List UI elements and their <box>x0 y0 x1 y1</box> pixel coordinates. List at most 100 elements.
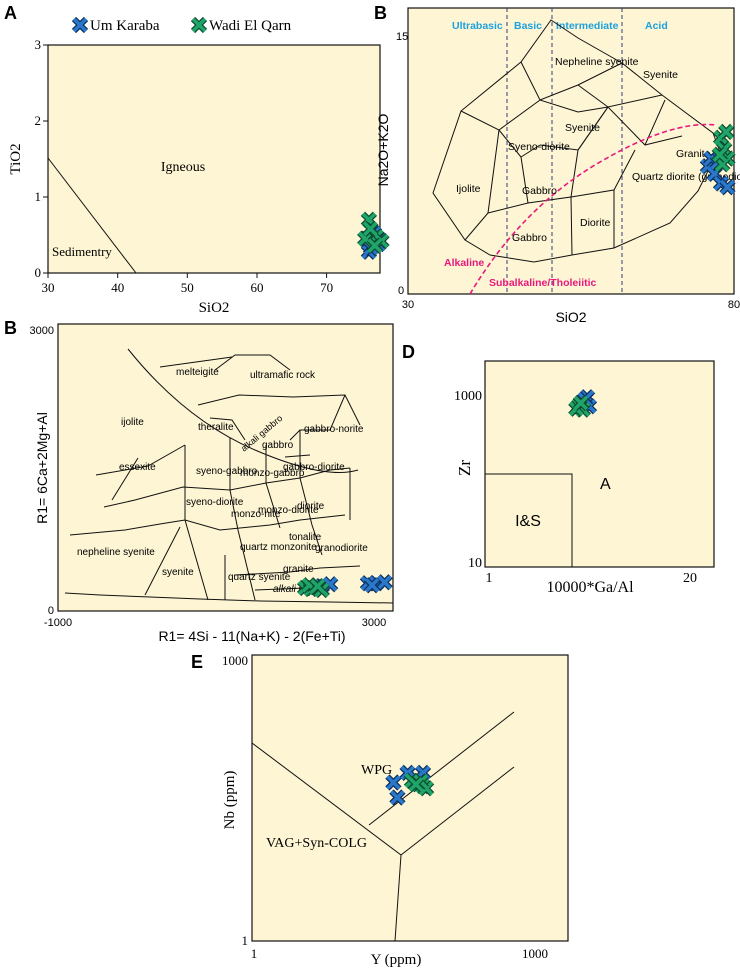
x-axis-label-a: SiO2 <box>199 300 230 316</box>
r1r2-field-boundaries <box>64 348 394 604</box>
alkaline-subalkaline-line <box>469 123 717 295</box>
x-tick-label: 40 <box>111 280 124 295</box>
axis-ticks-a <box>43 44 328 278</box>
field-label: granodiorite <box>315 543 368 554</box>
y-tick-label: 1000 <box>454 389 482 404</box>
x-tick-label: 80 <box>728 299 740 311</box>
field-label: alkali G <box>273 584 307 595</box>
data-point-um-karaba <box>389 789 406 806</box>
field-label: Gabbro <box>522 185 557 197</box>
field-label: syeno-gabbro <box>196 466 258 477</box>
legend-label-wadi-el-qarn: Wadi El Qarn <box>209 18 292 34</box>
field-label: Syenite <box>565 122 600 134</box>
x-tick-label: 30 <box>42 280 55 295</box>
label-ultrabasic: Ultrabasic <box>452 20 503 32</box>
e-field-boundaries <box>251 711 515 942</box>
y-axis-label-e: Nb (ppm) <box>222 771 238 830</box>
data-point-um-karaba <box>376 574 393 591</box>
field-label: diorite <box>297 501 325 512</box>
field-label: nepheline syenite <box>77 547 155 558</box>
legend-marker-wadi-el-qarn <box>190 16 208 34</box>
y-axis-label-d: Zr <box>455 460 474 476</box>
legend-marker-um-karaba <box>71 16 89 34</box>
field-label: Diorite <box>580 217 611 229</box>
field-label: gabbro-diorite <box>283 462 345 473</box>
data-point-um-karaba <box>719 179 736 196</box>
silica-boundaries <box>506 8 623 294</box>
y-tick-label: 0 <box>35 265 42 280</box>
data-points-e <box>385 764 435 806</box>
field-label: ijolite <box>121 417 144 428</box>
x-tick-label: 50 <box>181 280 194 295</box>
plot-area-d <box>484 360 715 568</box>
x-tick-label: 70 <box>320 280 333 295</box>
panel-letter-b-tas: B <box>374 3 387 23</box>
x-tick-label: 20 <box>683 571 697 586</box>
legend-label-um-karaba: Um Karaba <box>90 18 160 34</box>
plot-area-e <box>251 654 569 942</box>
data-point-wadi-el-qarn <box>711 146 728 163</box>
x-tick-label: 1 <box>486 571 493 586</box>
field-label: monzo-gabbro <box>240 468 305 479</box>
y-axis-label-b-tas: Na2O+K2O <box>375 114 391 187</box>
legend: Um Karaba Wadi El Qarn <box>71 16 292 34</box>
field-label-wpg: WPG <box>361 763 392 778</box>
field-label: Nepheline syenite <box>555 56 639 68</box>
y-tick-label: 0 <box>398 285 404 297</box>
plot-area-a <box>47 44 381 274</box>
data-point-wadi-el-qarn <box>362 220 379 238</box>
field-label: tonalite <box>289 532 322 543</box>
field-label: granite <box>283 564 314 575</box>
tas-field-labels: Nepheline syenite Nepheline syenite Syen… <box>456 56 740 244</box>
field-label-vag: VAG+Syn-COLG <box>266 836 367 851</box>
x-tick-label: 30 <box>402 299 414 311</box>
y-tick-labels-a: 0 1 2 3 <box>35 37 42 280</box>
field-label: gabbro-norite <box>304 424 364 435</box>
field-label: gabbro <box>262 440 294 451</box>
series-line-labels: Alkaline Subalkaline/Tholeiitic <box>444 257 597 289</box>
x-tick-label: 3000 <box>362 617 386 629</box>
panel-a: A Um Karaba Wadi El Qarn 30 <box>4 3 390 316</box>
field-label: quartz monzonite <box>240 542 317 553</box>
field-label-is: I&S <box>515 513 541 530</box>
data-point-um-karaba <box>385 774 402 791</box>
d-tick-labels: 1000 10 1 20 <box>454 389 697 586</box>
field-label: monzo-nite <box>231 509 281 520</box>
panel-letter-d: D <box>402 342 415 362</box>
y-tick-label: 3 <box>35 37 42 52</box>
field-label: essexite <box>119 462 156 473</box>
panel-letter-a: A <box>4 3 17 23</box>
field-label: Ijolite <box>456 183 481 195</box>
field-label: syeno-diorite <box>186 497 244 508</box>
x-axis-label-d: 10000*Ga/Al <box>546 579 634 596</box>
field-label-a: A <box>600 476 611 493</box>
y-axis-label-b-r1r2: R1= 6Ca+2Mg+Al <box>34 412 50 524</box>
field-label: melteigite <box>176 367 219 378</box>
data-point-wadi-el-qarn <box>309 577 326 595</box>
label-alkaline: Alkaline <box>444 257 484 269</box>
e-tick-labels: 1000 1 1 1000 <box>222 653 548 961</box>
label-intermediate: Intermediate <box>556 20 619 32</box>
panel-b-r1r2: B melteigite ultramaf <box>4 318 394 644</box>
x-tick-label: 60 <box>251 280 264 295</box>
field-label: theralite <box>198 422 234 433</box>
y-axis-label-a: TiO2 <box>8 143 24 174</box>
field-label: ultramafic rock <box>250 370 316 381</box>
data-point-wadi-el-qarn <box>718 123 735 141</box>
field-label: Granite <box>676 148 711 160</box>
data-point-wadi-el-qarn <box>407 776 425 793</box>
x-axis-label-b-r1r2: R1= 4Si - 11(Na+K) - 2(Fe+Ti) <box>158 628 345 644</box>
field-label-sedimentry: Sedimentry <box>52 244 112 259</box>
y-tick-label: 10 <box>468 556 482 571</box>
data-points-d <box>568 389 598 418</box>
plot-area-b-tas <box>407 7 735 295</box>
label-basic: Basic <box>514 20 542 32</box>
x-tick-label: -1000 <box>44 617 72 629</box>
field-label: Gabbro <box>512 232 547 244</box>
panel-e: E WPG VAG+Syn-COLG 1000 1 1 1000 Y (ppm)… <box>191 652 569 968</box>
panel-d: D I&S A 1000 10 1 20 10000*Ga/Al Zr <box>402 342 715 596</box>
field-label: syenite <box>162 567 194 578</box>
data-point-wadi-el-qarn <box>366 237 383 254</box>
data-point-um-karaba <box>363 577 381 594</box>
